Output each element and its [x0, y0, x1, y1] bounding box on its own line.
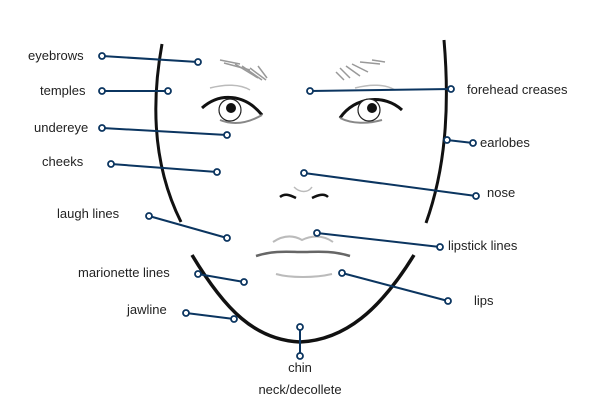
leader-undereye [98, 124, 231, 139]
leader-lipstick-lines [313, 229, 444, 251]
leader-lips [338, 269, 452, 305]
label-earlobes: earlobes [480, 135, 530, 150]
right-eyebrow [335, 59, 386, 81]
label-chin: chin [288, 360, 312, 375]
nose-drawing [279, 186, 329, 200]
leader-forehead-creases [306, 85, 455, 95]
leader-nose [300, 169, 480, 200]
label-laugh-lines: laugh lines [57, 206, 120, 221]
label-forehead-creases: forehead creases [467, 82, 568, 97]
leader-eyebrows [98, 52, 202, 66]
leader-temples [98, 87, 172, 95]
right-eye [338, 84, 404, 124]
leader-earlobes [443, 136, 477, 147]
face-right-contour [424, 39, 448, 224]
leader-jawline [182, 309, 238, 323]
mouth-drawing [255, 235, 351, 278]
label-neck: neck/decollete [258, 382, 341, 397]
face-left-contour [154, 43, 183, 223]
label-jawline: jawline [126, 302, 167, 317]
label-eyebrows: eyebrows [28, 48, 84, 63]
label-nose: nose [487, 185, 515, 200]
label-marionette-lines: marionette lines [78, 265, 170, 280]
leader-cheeks [107, 160, 221, 176]
label-undereye: undereye [34, 120, 88, 135]
label-lips: lips [474, 293, 494, 308]
left-eye [201, 84, 264, 124]
label-temples: temples [40, 83, 86, 98]
leader-marionette-lines [194, 270, 248, 286]
label-cheeks: cheeks [42, 154, 84, 169]
label-lipstick-lines: lipstick lines [448, 238, 518, 253]
leader-laugh-lines [145, 212, 231, 242]
leader-chin [296, 323, 304, 360]
left-eyebrow [219, 59, 268, 81]
